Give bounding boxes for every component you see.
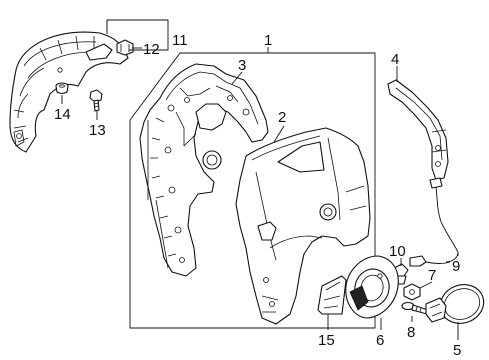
wheelhouse-liner: [9, 31, 129, 153]
clip-12: [116, 39, 134, 56]
filler-housing-6: [345, 255, 399, 319]
fuel-door-5: [425, 284, 485, 324]
quarter-panel-2: [235, 127, 371, 325]
bracket-4: [387, 79, 449, 181]
callout-14: 14: [54, 106, 71, 123]
callout-6: 6: [376, 332, 384, 349]
callout-8: 8: [407, 324, 415, 341]
release-cable-9: [409, 177, 459, 267]
callout-12: 12: [143, 41, 160, 58]
callout-9: 9: [452, 258, 460, 275]
callout-1: 1: [264, 32, 272, 49]
callout-labels: 1 2 3 4 5 6 7 8 9 10 11 12 13 14 15: [54, 32, 461, 359]
callout-7: 7: [428, 267, 436, 284]
assembly-frame: [129, 47, 376, 329]
callout-13: 13: [89, 122, 106, 139]
callout-2: 2: [278, 109, 286, 126]
callout-4: 4: [391, 51, 399, 68]
callout-11: 11: [172, 32, 188, 49]
seal-15: [317, 275, 347, 315]
inner-panel-3: [139, 63, 269, 277]
nut-7: [403, 283, 421, 301]
callout-5: 5: [453, 342, 461, 359]
screw-8: [401, 301, 429, 315]
callout-15: 15: [318, 332, 335, 349]
push-nut-14: [55, 82, 69, 95]
callout-3: 3: [238, 57, 246, 74]
leader-lines: [61, 19, 459, 340]
screw-13: [89, 89, 103, 112]
callout-10: 10: [389, 243, 406, 260]
